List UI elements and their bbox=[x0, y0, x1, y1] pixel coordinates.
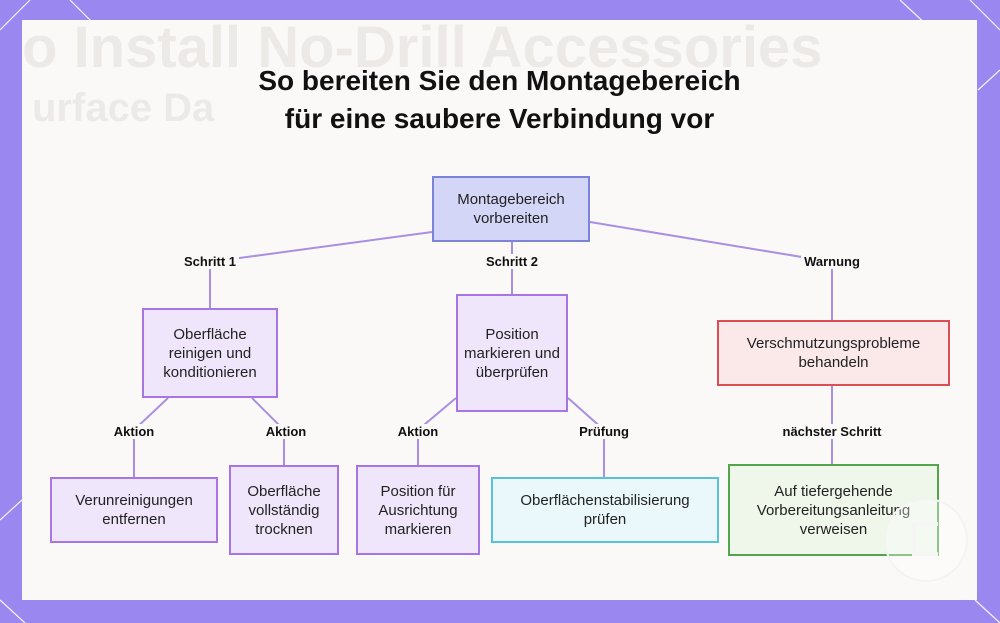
edge-label-schritt-2: Schritt 2 bbox=[482, 254, 542, 269]
node-verunreinigungen-entfernen[interactable]: Verunreinigungen entfernen bbox=[50, 477, 218, 543]
edge-root-contamination bbox=[589, 221, 833, 320]
page-title: So bereiten Sie den Montagebereich für e… bbox=[22, 62, 977, 138]
node-montagebereich-vorbereiten[interactable]: Montagebereich vorbereiten bbox=[432, 176, 590, 242]
diagram-card: o Install No-Drill Accessories urface Da… bbox=[22, 20, 977, 600]
edge-label-warnung: Warnung bbox=[801, 254, 863, 269]
edge-label-pruefung: Prüfung bbox=[576, 424, 632, 439]
edge-label-aktion-2: Aktion bbox=[262, 424, 310, 439]
node-oberflaeche-reinigen[interactable]: Oberfläche reinigen und konditionieren bbox=[142, 308, 278, 398]
logo-mark bbox=[884, 498, 968, 582]
background-text-line1: o Install No-Drill Accessories bbox=[22, 20, 823, 80]
edge-root-clean bbox=[209, 231, 433, 308]
edge-label-aktion-1: Aktion bbox=[110, 424, 158, 439]
logo-mark-icon bbox=[912, 522, 938, 556]
title-line2: für eine saubere Verbindung vor bbox=[284, 103, 715, 134]
node-position-markieren[interactable]: Position markieren und überprüfen bbox=[456, 294, 568, 412]
node-oberflaechenstabilisierung[interactable]: Oberflächenstabilisierung prüfen bbox=[491, 477, 719, 543]
node-oberflaeche-trocknen[interactable]: Oberfläche vollständig trocknen bbox=[229, 465, 339, 555]
edge-label-naechster-schritt: nächster Schritt bbox=[779, 424, 885, 439]
background-text-line2: urface Da bbox=[32, 86, 215, 130]
title-line1: So bereiten Sie den Montagebereich bbox=[258, 65, 741, 96]
node-position-ausrichtung[interactable]: Position für Ausrichtung markieren bbox=[356, 465, 480, 555]
edge-label-schritt-1: Schritt 1 bbox=[180, 254, 240, 269]
edge-label-aktion-3: Aktion bbox=[394, 424, 442, 439]
node-verschmutzungsprobleme[interactable]: Verschmutzungsprobleme behandeln bbox=[717, 320, 950, 386]
edge-clean-remove bbox=[133, 397, 169, 481]
